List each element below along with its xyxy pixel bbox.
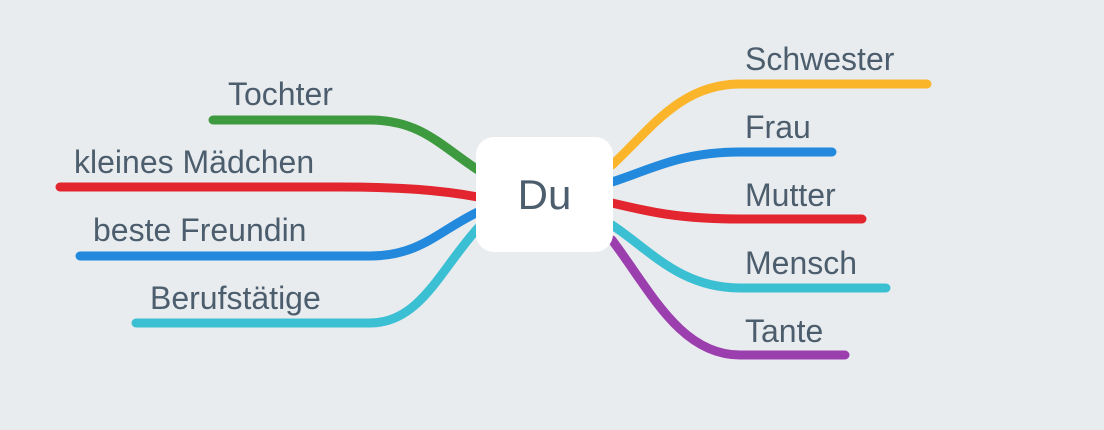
branch-label-beste-freundin[interactable]: beste Freundin [93, 212, 306, 248]
branch-tochter[interactable]: Tochter [208, 76, 483, 175]
branch-mensch[interactable]: Mensch [607, 220, 891, 293]
branch-connector-schwester [607, 79, 932, 170]
branch-beste-freundin[interactable]: beste Freundin [75, 207, 483, 261]
branch-label-mutter[interactable]: Mutter [745, 177, 836, 213]
branch-label-berufstaetige[interactable]: Berufstätige [150, 280, 321, 316]
branch-frau[interactable]: Frau [607, 109, 837, 187]
branch-label-tochter[interactable]: Tochter [228, 76, 333, 112]
branch-tante[interactable]: Tante [607, 235, 850, 360]
branch-label-tante[interactable]: Tante [745, 313, 823, 349]
branch-connector-mutter [607, 198, 867, 224]
branch-connector-beste-freundin [75, 207, 483, 261]
central-topic-node[interactable]: Du [476, 137, 613, 252]
branch-label-mensch[interactable]: Mensch [745, 245, 857, 281]
branch-kleines-maedchen[interactable]: kleines Mädchen [55, 144, 483, 202]
branch-connector-tante [607, 235, 850, 360]
branch-schwester[interactable]: Schwester [607, 41, 932, 170]
branch-connector-mensch [607, 220, 891, 293]
branch-berufstaetige[interactable]: Berufstätige [131, 223, 483, 328]
branch-connector-frau [607, 147, 837, 187]
branch-label-kleines-maedchen[interactable]: kleines Mädchen [74, 144, 314, 180]
branch-connector-tochter [208, 115, 483, 175]
branch-label-schwester[interactable]: Schwester [745, 41, 895, 77]
branch-mutter[interactable]: Mutter [607, 177, 867, 224]
branch-label-frau[interactable]: Frau [745, 109, 811, 145]
branch-connector-berufstaetige [131, 223, 483, 328]
branch-connector-kleines-maedchen [55, 182, 483, 202]
